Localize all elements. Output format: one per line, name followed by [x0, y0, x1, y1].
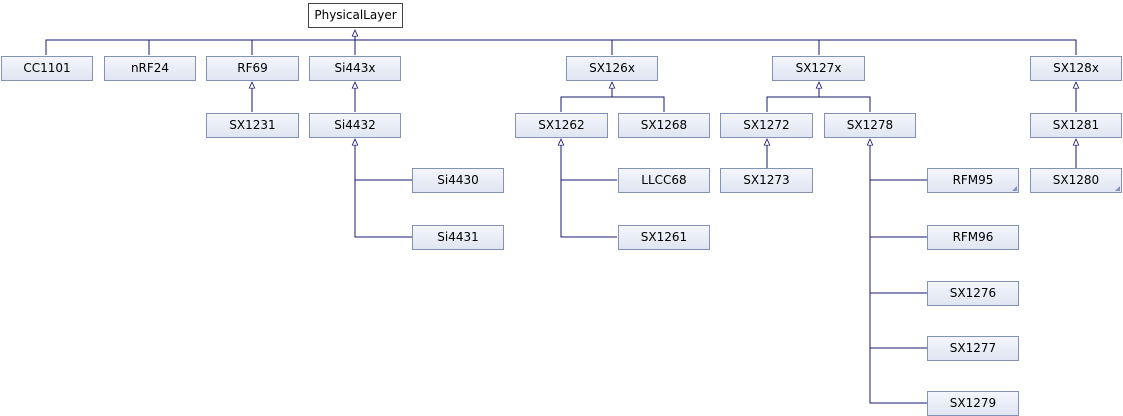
- edge-sx127x-children: [766, 96, 871, 112]
- collapsed-subclasses-icon: [1115, 186, 1120, 191]
- class-node-sx1276[interactable]: SX1276: [927, 281, 1019, 306]
- class-node-rfm96[interactable]: RFM96: [927, 225, 1019, 250]
- class-node-physicallayer: PhysicalLayer: [308, 3, 403, 28]
- class-node-sx1268[interactable]: SX1268: [618, 113, 710, 138]
- class-node-sx1277[interactable]: SX1277: [927, 336, 1019, 361]
- edge-physicallayer-children: [45, 39, 1077, 55]
- class-node-label: SX1280: [1052, 173, 1100, 187]
- class-node-si443x[interactable]: Si443x: [309, 56, 401, 81]
- class-node-sx1279[interactable]: SX1279: [927, 391, 1019, 416]
- class-node-sx1278[interactable]: SX1278: [824, 113, 916, 138]
- edge-sx1278-children: [870, 139, 927, 404]
- edge-si4432-children: [355, 139, 412, 238]
- class-node-sx1280[interactable]: SX1280: [1030, 168, 1122, 193]
- class-node-sx1272[interactable]: SX1272: [720, 113, 813, 138]
- class-node-si4431[interactable]: Si4431: [412, 225, 504, 250]
- class-node-label: RFM95: [952, 173, 994, 187]
- class-node-sx127x[interactable]: SX127x: [772, 56, 865, 81]
- class-node-sx126x[interactable]: SX126x: [566, 56, 658, 81]
- class-node-sx1261[interactable]: SX1261: [618, 225, 710, 250]
- class-node-sx1231[interactable]: SX1231: [206, 113, 299, 138]
- edge-sx126x-children: [560, 96, 665, 112]
- class-node-sx1273[interactable]: SX1273: [720, 168, 813, 193]
- class-node-cc1101[interactable]: CC1101: [1, 56, 93, 81]
- class-node-si4430[interactable]: Si4430: [412, 168, 504, 193]
- class-node-rf69[interactable]: RF69: [206, 56, 299, 81]
- edge-sx1262-children: [561, 139, 617, 238]
- class-node-nrf24[interactable]: nRF24: [104, 56, 196, 81]
- class-node-sx1262[interactable]: SX1262: [515, 113, 608, 138]
- class-node-sx1281[interactable]: SX1281: [1030, 113, 1122, 138]
- collapsed-subclasses-icon: [1012, 186, 1017, 191]
- class-node-rfm95[interactable]: RFM95: [927, 168, 1019, 193]
- class-node-sx128x[interactable]: SX128x: [1030, 56, 1122, 81]
- class-node-si4432[interactable]: Si4432: [309, 113, 401, 138]
- class-node-llcc68[interactable]: LLCC68: [618, 168, 710, 193]
